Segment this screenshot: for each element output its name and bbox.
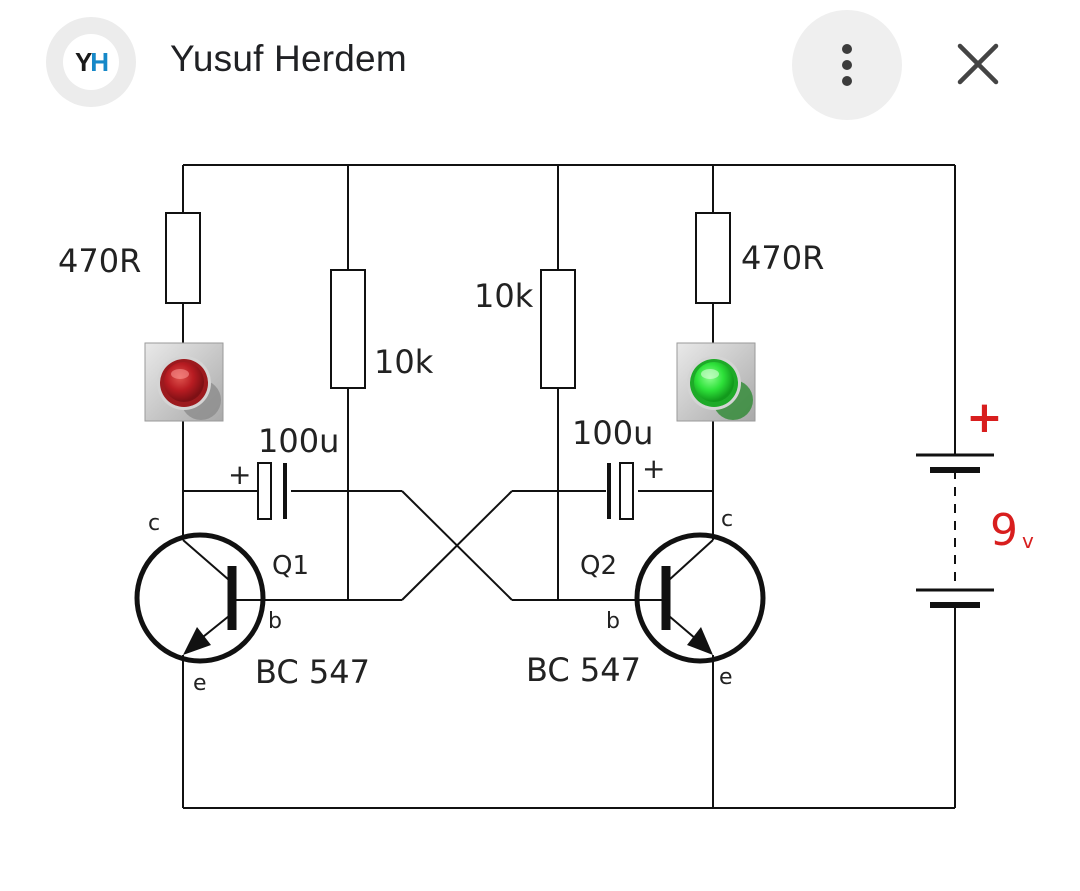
label-q2-model: BC 547 <box>526 651 641 689</box>
circuit-schematic: 470R 10k 10k 470R 100u 100u + + Q1 Q2 BC… <box>58 164 1034 809</box>
label-q2-emitter: e <box>719 665 733 690</box>
battery <box>916 453 994 608</box>
label-q1-model: BC 547 <box>255 653 370 691</box>
label-r1: 470R <box>58 242 141 280</box>
label-c1-plus: + <box>228 458 251 491</box>
avatar-initial-h: H <box>90 46 109 77</box>
label-q2-collector: c <box>721 507 733 532</box>
page-title: Yusuf Herdem <box>170 38 407 79</box>
avatar[interactable]: YH <box>46 17 136 107</box>
label-c2: 100u <box>572 414 653 452</box>
transistor-q2 <box>634 532 766 664</box>
label-r2: 10k <box>374 343 434 381</box>
avatar-logo: YH <box>63 34 119 90</box>
resistors <box>165 212 731 389</box>
label-q1-emitter: e <box>193 671 207 696</box>
label-battery-value: 9 <box>990 505 1018 556</box>
led-green <box>676 342 756 422</box>
led-red <box>144 342 224 422</box>
capacitor-c1 <box>257 462 287 520</box>
resistor-r4 <box>695 212 731 304</box>
label-q2: Q2 <box>580 551 617 581</box>
label-r3: 10k <box>474 277 534 315</box>
label-q1-collector: c <box>148 511 160 536</box>
more-options-button[interactable] <box>792 10 902 120</box>
avatar-initial-y: Y <box>74 46 92 77</box>
resistor-r3 <box>540 269 576 389</box>
viewer-header: YH Yusuf Herdem <box>0 0 1080 130</box>
label-q2-base: b <box>606 609 620 634</box>
label-c1: 100u <box>258 422 339 460</box>
label-battery-unit: v <box>1022 529 1034 553</box>
close-button[interactable] <box>930 16 1026 112</box>
label-r4: 470R <box>741 239 824 277</box>
image-view[interactable]: 470R 10k 10k 470R 100u 100u + + Q1 Q2 BC… <box>0 130 1080 886</box>
label-q1-base: b <box>268 609 282 634</box>
resistor-r1 <box>165 212 201 304</box>
close-icon <box>957 43 999 85</box>
transistor-q1 <box>134 532 266 664</box>
label-c2-plus: + <box>642 452 665 485</box>
label-battery-plus: + <box>966 392 1003 443</box>
more-vert-icon <box>842 44 852 86</box>
resistor-r2 <box>330 269 366 389</box>
capacitor-c2 <box>607 462 634 520</box>
wires <box>182 164 956 809</box>
label-q1: Q1 <box>272 551 309 581</box>
